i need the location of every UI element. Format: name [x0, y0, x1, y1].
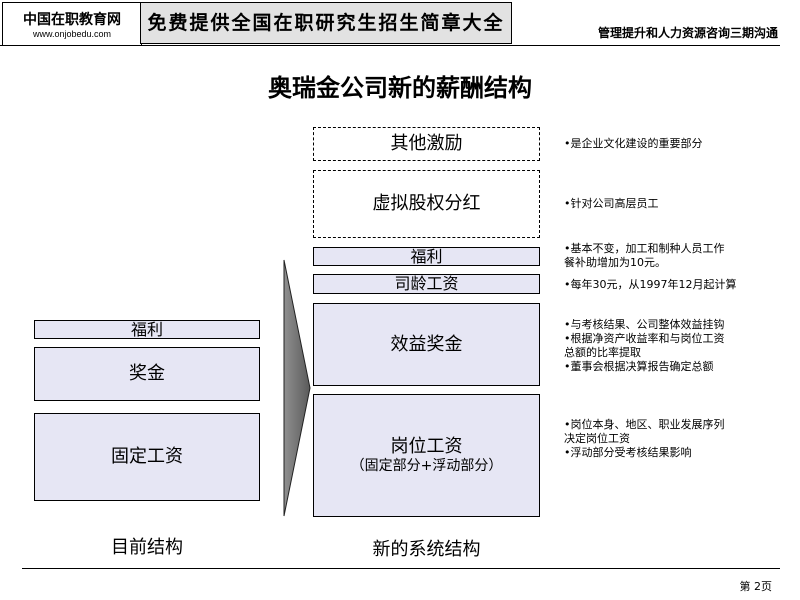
current-bonus-label: 奖金: [129, 363, 165, 385]
other-incentive-label: 其他激励: [390, 133, 463, 155]
current-bonus-box: 奖金: [34, 347, 260, 401]
header-subtitle: 管理提升和人力资源咨询三期沟通: [597, 26, 778, 40]
position-salary-box: 岗位工资 （固定部分+浮动部分）: [313, 394, 540, 517]
note-line: 决定岗位工资: [564, 432, 630, 445]
current-fixed-salary-label: 固定工资: [111, 446, 183, 468]
note-line: 餐补助增加为10元。: [564, 256, 666, 269]
position-salary-label: 岗位工资: [390, 436, 463, 458]
current-welfare-label: 福利: [130, 319, 163, 339]
note-seniority: •每年30元，从1997年12月起计算: [564, 278, 768, 292]
position-salary-text: 岗位工资 （固定部分+浮动部分）: [351, 436, 503, 474]
new-welfare-box: 福利: [313, 247, 540, 266]
other-incentive-box: 其他激励: [313, 127, 540, 161]
banner-text: 免费提供全国在职研究生招生简章大全: [147, 12, 505, 34]
page-number: 第 2页: [739, 580, 773, 593]
note-line: •针对公司高层员工: [564, 197, 659, 210]
note-position-salary: •岗位本身、地区、职业发展序列 决定岗位工资 •浮动部分受考核结果影响: [564, 418, 768, 460]
page-title: 奥瑞金公司新的薪酬结构: [268, 74, 532, 102]
logo-url: www.onjobedu.com: [32, 29, 112, 39]
logo-title: 中国在职教育网: [23, 12, 121, 28]
note-line: •岗位本身、地区、职业发展序列: [564, 418, 725, 431]
note-welfare: •基本不变，加工和制种人员工作 餐补助增加为10元。: [564, 242, 768, 270]
site-logo: 中国在职教育网 www.onjobedu.com: [2, 2, 142, 46]
note-line: •董事会根据决算报告确定总额: [564, 360, 714, 373]
note-other-incentive: •是企业文化建设的重要部分: [564, 137, 768, 151]
virtual-equity-box: 虚拟股权分红: [313, 170, 540, 238]
virtual-equity-label: 虚拟股权分红: [372, 193, 481, 215]
footer-rule: [22, 568, 780, 569]
benefit-bonus-label: 效益奖金: [390, 333, 463, 355]
note-line: 总额的比率提取: [564, 346, 641, 359]
note-line: •根据净资产收益率和与岗位工资: [564, 332, 725, 345]
note-line: •与考核结果、公司整体效益挂钩: [564, 318, 725, 331]
seniority-pay-box: 司龄工资: [313, 274, 540, 294]
note-line: •每年30元，从1997年12月起计算: [564, 278, 737, 291]
benefit-bonus-box: 效益奖金: [313, 303, 540, 386]
note-line: •是企业文化建设的重要部分: [564, 137, 703, 150]
seniority-pay-label: 司龄工资: [394, 274, 459, 294]
current-welfare-box: 福利: [34, 320, 260, 339]
current-fixed-salary-box: 固定工资: [34, 413, 260, 501]
new-structure-caption: 新的系统结构: [372, 539, 481, 560]
note-benefit-bonus: •与考核结果、公司整体效益挂钩 •根据净资产收益率和与岗位工资 总额的比率提取 …: [564, 318, 768, 374]
note-line: •基本不变，加工和制种人员工作: [564, 242, 725, 255]
new-welfare-label: 福利: [410, 246, 443, 266]
position-salary-sublabel: （固定部分+浮动部分）: [350, 457, 503, 474]
note-line: •浮动部分受考核结果影响: [564, 446, 692, 459]
header-banner: 免费提供全国在职研究生招生简章大全: [140, 2, 512, 44]
note-virtual-equity: •针对公司高层员工: [564, 197, 768, 211]
header-rule: [0, 45, 780, 46]
current-structure-caption: 目前结构: [111, 537, 183, 558]
transition-arrow-icon: [283, 259, 311, 517]
